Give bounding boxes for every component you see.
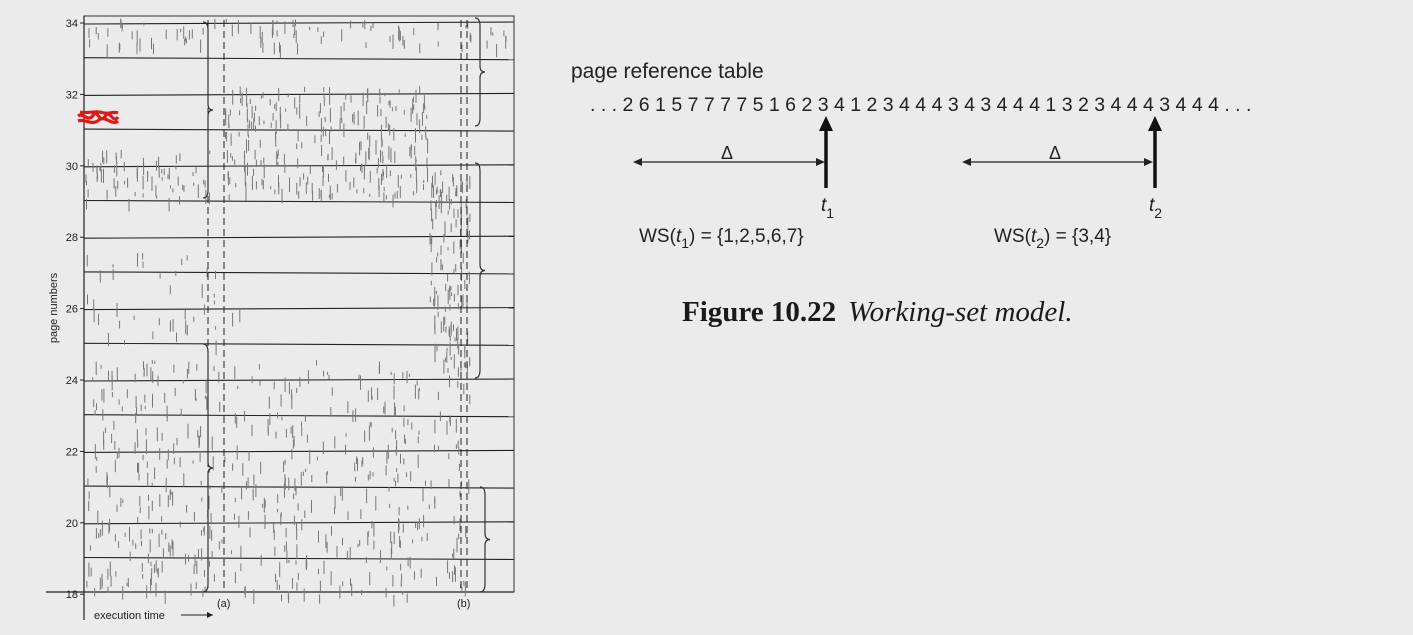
reference-digit: 4	[899, 94, 915, 116]
reference-digit: 4	[915, 94, 931, 116]
reference-digit: 5	[753, 94, 769, 116]
gridline	[83, 199, 515, 204]
gridline	[83, 414, 515, 418]
y-tick-label: 28	[66, 232, 78, 244]
reference-digit: 5	[671, 94, 687, 116]
locality-brace	[474, 162, 486, 379]
reference-digit: 7	[736, 94, 752, 116]
gridline	[83, 307, 515, 311]
reference-digit: 4	[1192, 94, 1208, 116]
delta-arrowhead-2-left	[962, 158, 971, 166]
reference-digit: 2	[623, 94, 639, 116]
y-tick-label: 34	[66, 18, 78, 30]
reference-digit: 2	[867, 94, 883, 116]
t2-arrowhead	[1148, 116, 1162, 131]
gridline	[83, 164, 515, 168]
locality-plot: 34 32 30 28 26 24 22 20 18 page numbers executio…	[46, 15, 515, 622]
reference-digit: 2	[1078, 94, 1094, 116]
y-tick-label: 20	[66, 518, 78, 530]
reference-digit: 4	[964, 94, 980, 116]
reference-digit: 2	[801, 94, 817, 116]
reference-digit: 1	[850, 94, 866, 116]
reference-table-header: page reference table	[571, 60, 764, 83]
x-axis-arrowhead	[207, 612, 213, 618]
t1-label: t1	[821, 195, 834, 221]
locality-braces	[202, 17, 491, 593]
locality-brace	[202, 21, 214, 199]
delta-arrowhead-2-right	[1144, 158, 1153, 166]
reference-digit: 4	[997, 94, 1013, 116]
y-tick-label: 22	[66, 446, 78, 458]
ws-t2-equation: WS(t2) = {3,4}	[994, 226, 1111, 250]
gridline	[83, 342, 515, 346]
reference-digit: 3	[980, 94, 996, 116]
gridline	[83, 92, 515, 96]
y-tick-label: 30	[66, 161, 78, 173]
reference-digit: 3	[1159, 94, 1175, 116]
reference-digit: 6	[785, 94, 801, 116]
delta-arrowhead-1-right	[816, 158, 825, 166]
delta-label-2: Δ	[1049, 143, 1061, 163]
working-set-diagram: page reference table . . . 2 6 1 5 7 7 7…	[571, 60, 1251, 250]
gridline	[83, 521, 515, 525]
delta-arrowhead-1-left	[633, 158, 642, 166]
y-tick-label: 32	[66, 89, 78, 101]
marker-b: (b)	[457, 598, 470, 610]
delta-label-1: Δ	[721, 143, 733, 163]
figure-caption: Figure 10.22 Working-set model.	[682, 296, 1073, 329]
t1-arrowhead	[819, 116, 833, 131]
gridline	[83, 378, 515, 382]
reference-string: . . . 2 6 1 5 7 7 7 7 5 1 6 2 3 4 1 2 3 …	[590, 94, 1251, 116]
leading-dots: . . .	[590, 94, 623, 116]
reference-digit: 4	[834, 94, 850, 116]
reference-digit: 4	[1127, 94, 1143, 116]
y-axis-label: page numbers	[48, 272, 60, 343]
locality-brace	[202, 343, 214, 593]
trailing-dots: . . .	[1224, 94, 1251, 116]
reference-traces	[85, 18, 507, 607]
gridline	[83, 128, 515, 132]
reference-digit: 4	[1013, 94, 1029, 116]
reference-digit: 7	[704, 94, 720, 116]
figure-title: Working-set model.	[848, 296, 1073, 328]
reference-digit: 4	[1176, 94, 1192, 116]
reference-digit: 4	[1143, 94, 1159, 116]
y-tick-label: 18	[66, 589, 78, 601]
gridline	[83, 57, 515, 61]
reference-digit: 4	[932, 94, 948, 116]
x-axis-label: execution time	[94, 610, 165, 622]
reference-digit: 4	[1029, 94, 1045, 116]
gridline	[83, 449, 515, 453]
gridline	[83, 556, 515, 561]
reference-digit: 3	[948, 94, 964, 116]
reference-digit: 3	[883, 94, 899, 116]
plot-gridlines	[46, 16, 515, 620]
gridline	[83, 485, 515, 489]
y-tick-label: 26	[66, 304, 78, 316]
locality-brace	[479, 486, 491, 593]
reference-digit: 4	[1208, 94, 1224, 116]
reference-digit: 6	[639, 94, 655, 116]
ws-t1-equation: WS(t1) = {1,2,5,6,7}	[639, 226, 804, 250]
reference-digit: 1	[1045, 94, 1061, 116]
reference-digit: 1	[769, 94, 785, 116]
plot-frame	[83, 15, 515, 593]
gridline	[83, 21, 515, 25]
gridline	[83, 235, 515, 239]
y-tick-label: 24	[66, 375, 78, 387]
locality-brace	[474, 17, 486, 127]
marker-a: (a)	[217, 598, 230, 610]
reference-digit: 3	[1094, 94, 1110, 116]
figure-number: Figure 10.22	[682, 296, 837, 328]
gridline	[83, 271, 515, 275]
reference-digit: 7	[688, 94, 704, 116]
reference-digit: 3	[1062, 94, 1078, 116]
t2-label: t2	[1149, 195, 1162, 221]
y-tick-labels: 34 32 30 28 26 24 22 20 18	[66, 18, 84, 601]
reference-digit: 7	[720, 94, 736, 116]
reference-digit: 4	[1110, 94, 1126, 116]
reference-digit: 1	[655, 94, 671, 116]
redacted-scribble	[77, 110, 120, 124]
reference-digit: 3	[818, 94, 834, 116]
